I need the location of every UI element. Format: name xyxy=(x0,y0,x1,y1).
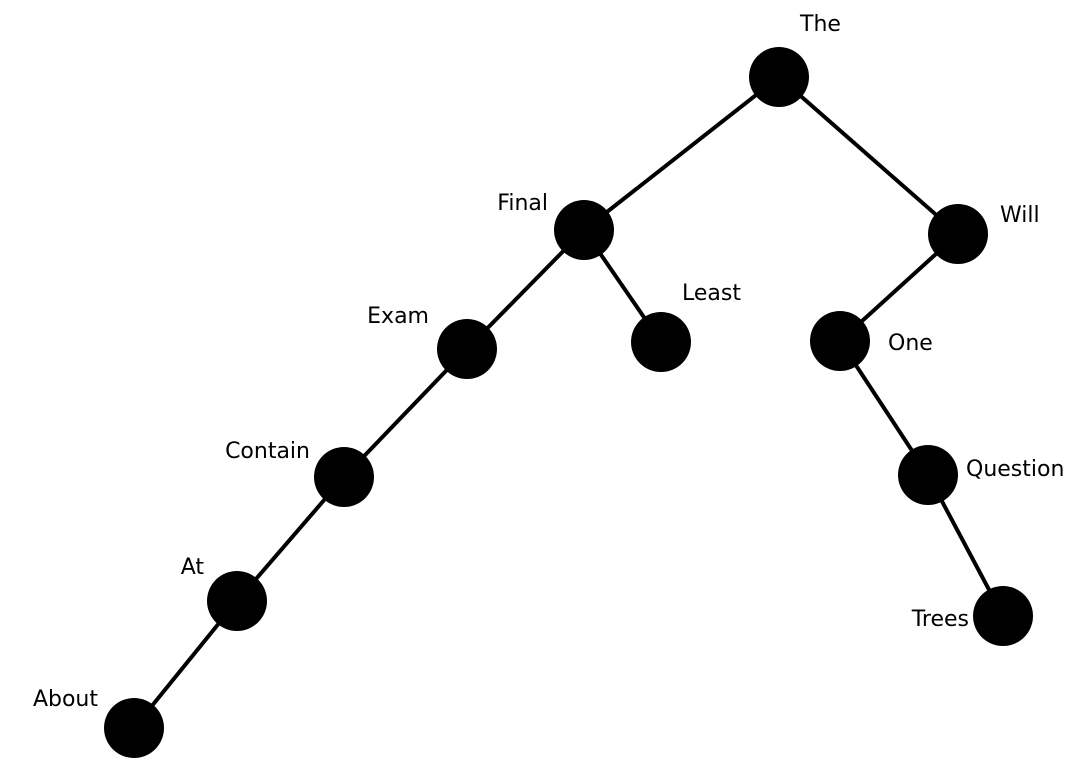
edge-the-will xyxy=(777,75,960,236)
node-label-the: The xyxy=(799,12,841,37)
node-label-about: About xyxy=(33,687,98,712)
node-least xyxy=(631,312,691,372)
edge-the-final xyxy=(582,75,781,232)
node-label-one: One xyxy=(888,331,933,356)
node-question xyxy=(898,445,958,505)
edges-layer xyxy=(132,75,1005,730)
node-label-final: Final xyxy=(497,191,548,216)
node-label-contain: Contain xyxy=(225,439,310,464)
node-the xyxy=(749,47,809,107)
node-will xyxy=(928,204,988,264)
node-label-least: Least xyxy=(682,281,741,306)
nodes-layer xyxy=(104,47,1033,758)
node-label-trees: Trees xyxy=(911,607,969,632)
node-label-at: At xyxy=(181,555,205,580)
node-final xyxy=(554,200,614,260)
node-about xyxy=(104,698,164,758)
node-one xyxy=(810,311,870,371)
node-label-exam: Exam xyxy=(367,304,429,329)
node-trees xyxy=(973,586,1033,646)
node-contain xyxy=(314,447,374,507)
node-at xyxy=(207,571,267,631)
node-label-will: Will xyxy=(1000,203,1040,228)
node-label-question: Question xyxy=(966,457,1064,482)
node-exam xyxy=(437,319,497,379)
